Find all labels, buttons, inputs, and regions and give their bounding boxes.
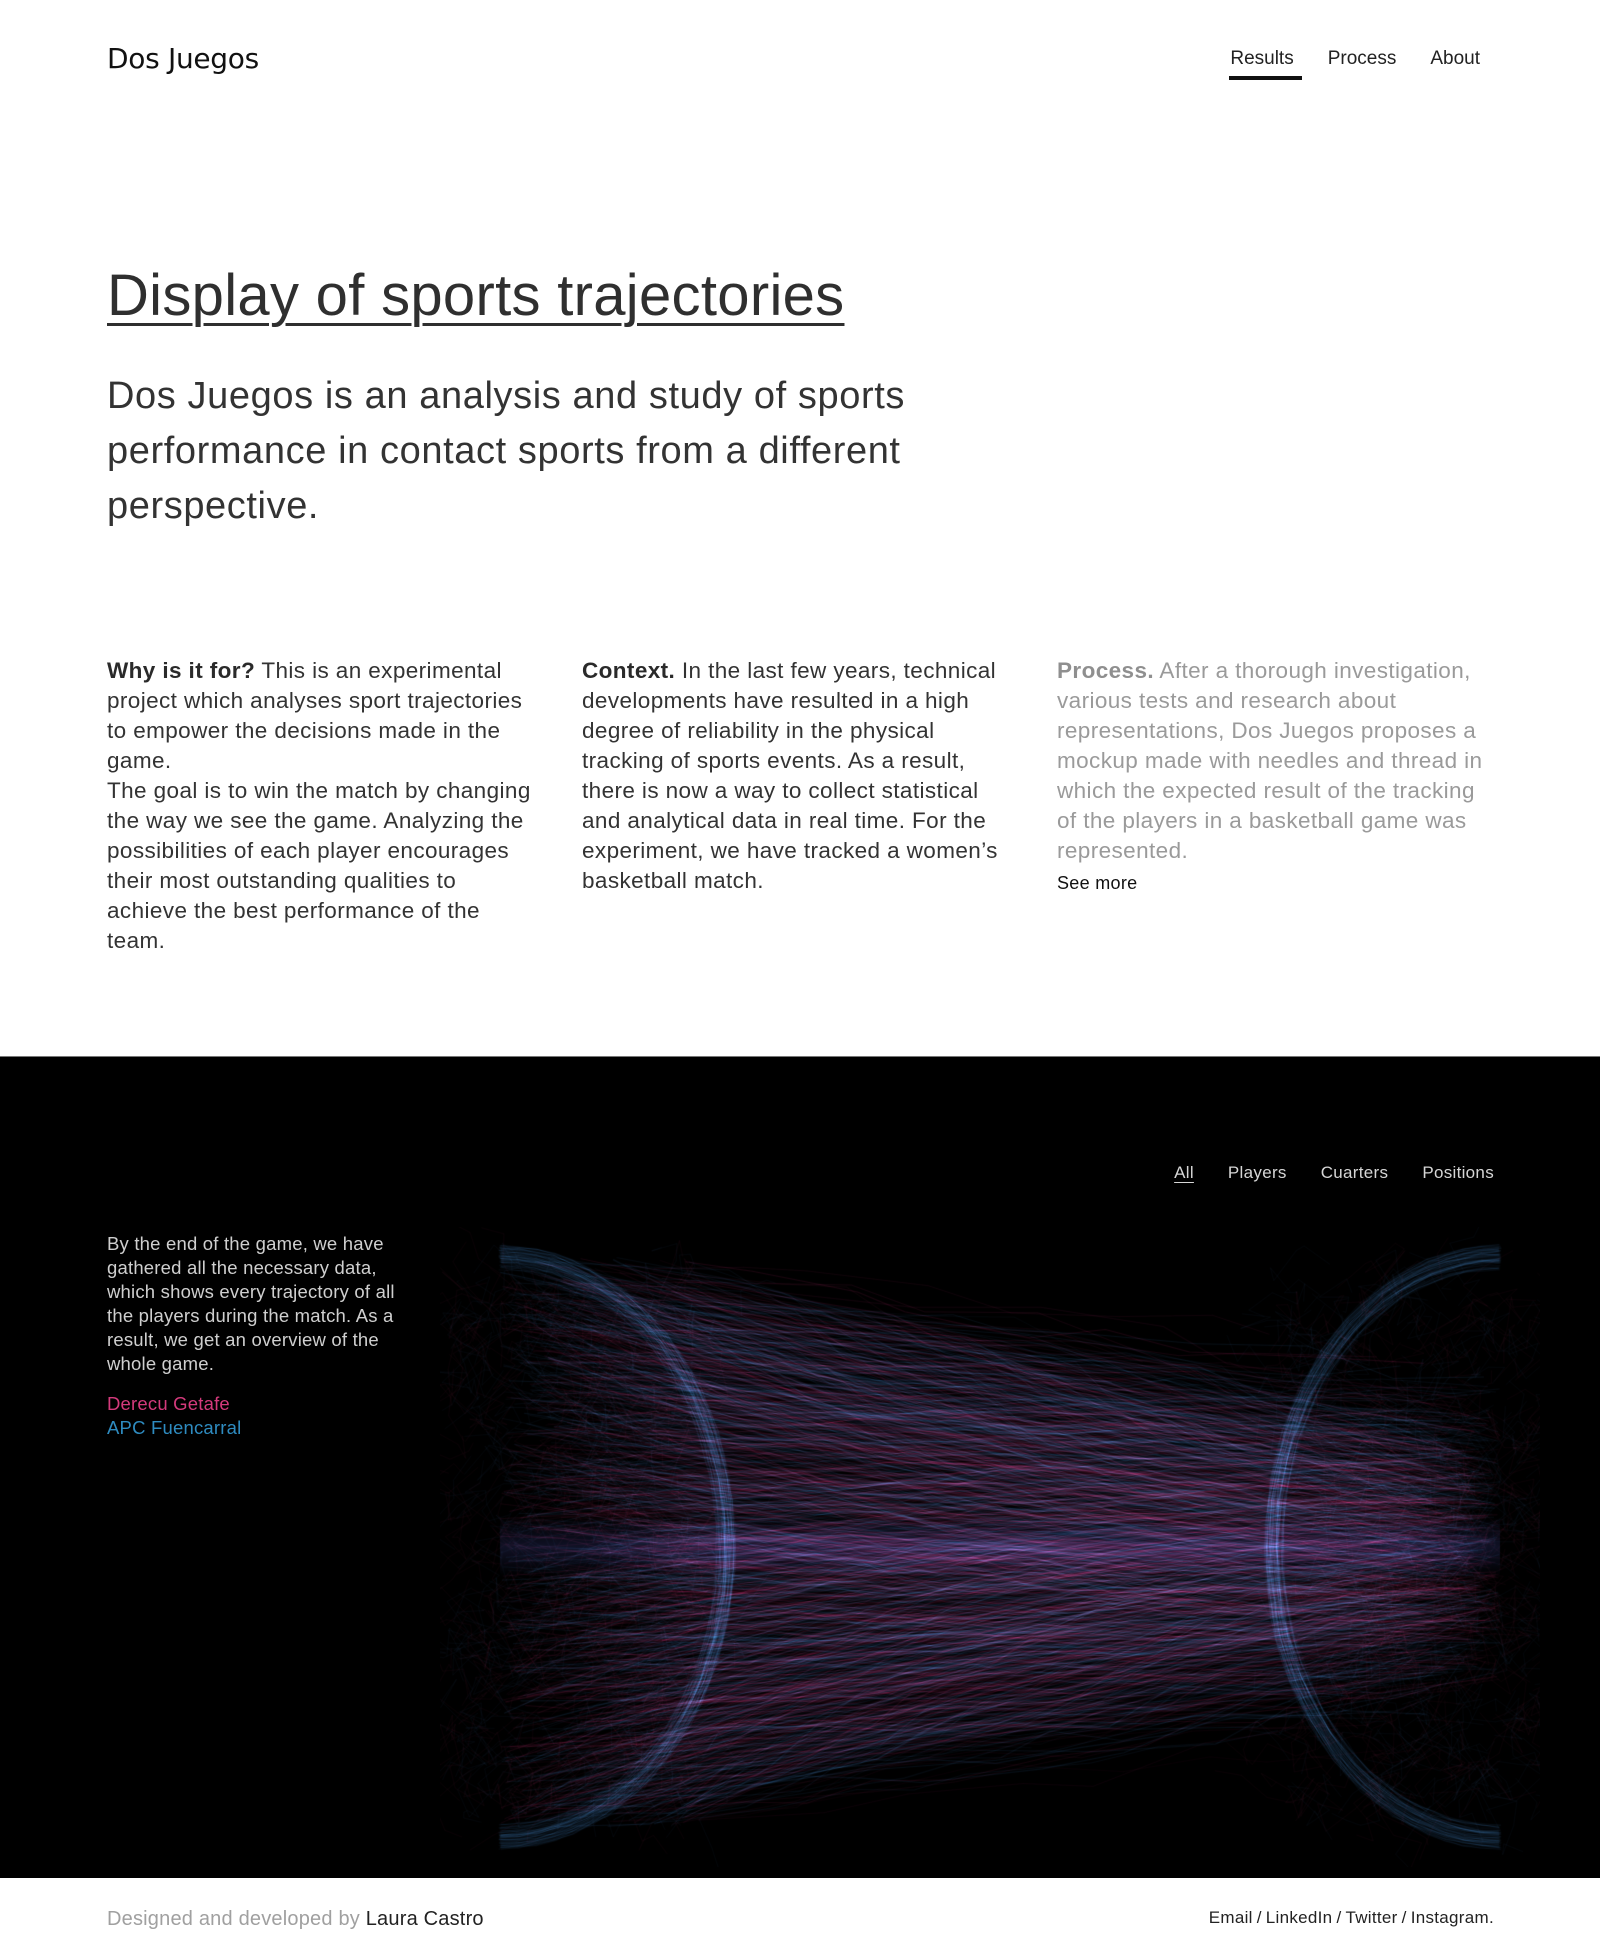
column-why-heading: Why is it for?: [107, 658, 256, 683]
footer-credit: Designed and developed by Laura Castro: [107, 1908, 484, 1931]
twitter-link[interactable]: Twitter: [1345, 1908, 1398, 1927]
column-why: Why is it for? This is an experimental p…: [107, 656, 539, 956]
nav-process[interactable]: Process: [1327, 48, 1397, 69]
social-links: Email/LinkedIn/Twitter/Instagram.: [1209, 1908, 1494, 1928]
filter-positions[interactable]: Positions: [1422, 1163, 1494, 1182]
nav-results[interactable]: Results: [1229, 48, 1303, 80]
filter-all[interactable]: All: [1174, 1163, 1194, 1182]
results-description: By the end of the game, we have gathered…: [107, 1233, 395, 1374]
see-more-link[interactable]: See more: [1057, 873, 1138, 893]
trajectory-canvas: [440, 1227, 1540, 1867]
separator: /: [1256, 1908, 1262, 1927]
column-context-body: In the last few years, technical develop…: [582, 658, 998, 893]
linkedin-link[interactable]: LinkedIn: [1265, 1908, 1333, 1927]
page-title: Display of sports trajectories: [107, 263, 845, 328]
column-why-body-2: The goal is to win the match by changing…: [107, 778, 531, 953]
results-filter-tabs: All Players Cuarters Positions: [1174, 1163, 1494, 1183]
hero-section: Display of sports trajectories Dos Juego…: [0, 0, 1600, 534]
team-legend: Derecu Getafe APC Fuencarral: [107, 1392, 407, 1440]
column-why-body: This is an experimental project which an…: [107, 658, 523, 773]
site-logo[interactable]: Dos Juegos: [107, 42, 259, 75]
column-process-body: After a thorough investigation, various …: [1057, 658, 1483, 863]
column-context: Context. In the last few years, technica…: [582, 656, 1014, 956]
separator: /: [1336, 1908, 1342, 1927]
column-process: Process. After a thorough investigation,…: [1057, 656, 1489, 956]
credit-prefix: Designed and developed by: [107, 1908, 366, 1930]
legend-team-apc-fuencarral: APC Fuencarral: [107, 1417, 242, 1438]
intro-lead: Dos Juegos is an analysis and study of s…: [107, 375, 905, 527]
info-columns: Why is it for? This is an experimental p…: [0, 656, 1489, 956]
results-description-block: By the end of the game, we have gathered…: [107, 1232, 407, 1440]
site-footer: Designed and developed by Laura Castro E…: [0, 1878, 1600, 1954]
legend-team-derecu-getafe: Derecu Getafe: [107, 1393, 230, 1414]
filter-quarters[interactable]: Cuarters: [1320, 1163, 1389, 1182]
site-header: Dos Juegos Results Process About: [0, 0, 1600, 130]
filter-players[interactable]: Players: [1227, 1163, 1287, 1182]
column-context-heading: Context.: [582, 658, 676, 683]
author-link[interactable]: Laura Castro: [365, 1908, 484, 1930]
nav-about[interactable]: About: [1430, 48, 1480, 69]
trajectory-visualization: [440, 1227, 1540, 1867]
results-section: All Players Cuarters Positions By the en…: [0, 1056, 1600, 1878]
email-link[interactable]: Email: [1208, 1908, 1253, 1927]
column-process-heading: Process.: [1057, 658, 1155, 683]
main-nav: Results Process About: [1229, 48, 1480, 80]
instagram-link[interactable]: Instagram.: [1410, 1908, 1494, 1927]
separator: /: [1401, 1908, 1407, 1927]
